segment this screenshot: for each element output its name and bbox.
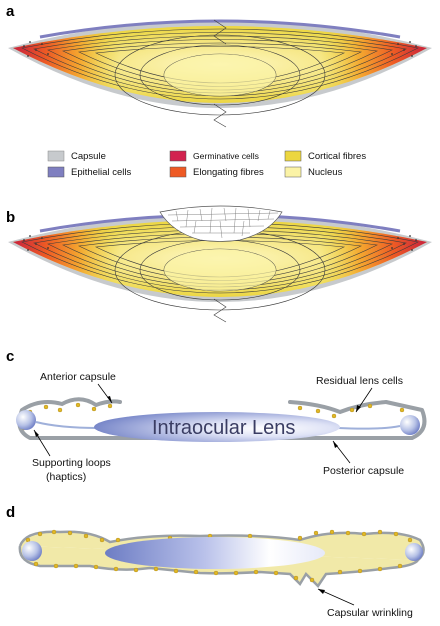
svg-text:Germinative cells: Germinative cells (193, 151, 259, 161)
cell-mosaic-b (167, 207, 279, 239)
panel-letter-c: c (6, 348, 14, 365)
epithelial-layer-a (39, 19, 401, 39)
panel-letter-a: a (6, 3, 15, 20)
supporting-loops-label: Supporting loops (32, 457, 111, 469)
haptic-left-d (22, 541, 42, 561)
haptic-loop-right-c (337, 425, 401, 430)
legend-item-epithelial-cells: Epithelial cells (47, 166, 131, 178)
nucleus-b (164, 249, 276, 291)
svg-text:Nucleus: Nucleus (308, 167, 343, 178)
nucleus-a (164, 54, 276, 96)
anterior-capsule-left-c (20, 397, 122, 412)
lens-diagram-a (8, 19, 432, 128)
anterior-capsule-right-c (288, 400, 388, 415)
fibre-contours-b (21, 222, 419, 311)
legend-item-elongating-fibres: Elongating fibres (169, 166, 264, 178)
legend: Capsule Epithelial cells Germinative cel… (47, 150, 366, 178)
haptic-right-c (400, 415, 420, 435)
haptic-left-c (16, 410, 36, 430)
haptic-loop-left-c (35, 421, 99, 429)
legend-item-cortical-fibres: Cortical fibres (284, 150, 366, 162)
legend-item-germinative-cells: Germinative cells (169, 150, 259, 162)
intraocular-lens-optic-c (94, 412, 340, 442)
fibre-contours-a (21, 28, 419, 116)
svg-text:Capsule: Capsule (71, 151, 106, 162)
legend-item-nucleus: Nucleus (284, 166, 343, 178)
panel-letter-d: d (6, 504, 15, 521)
lens-diagram-b (8, 205, 432, 323)
panel-letter-b: b (6, 209, 15, 226)
intraocular-lens-optic-d (105, 537, 325, 569)
anterior-capsule-label: Anterior capsule (40, 371, 116, 383)
legend-item-capsule: Capsule (47, 150, 106, 162)
residual-lens-cells-label: Residual lens cells (316, 375, 403, 387)
iol-diagram-c: Intraocular Lens Anterior capsule Residu… (16, 371, 427, 483)
iol-diagram-d: Capsular wrinkling (18, 529, 425, 619)
lens-cells-d (25, 529, 413, 583)
capsular-wrinkling-label: Capsular wrinkling (327, 607, 413, 619)
intraocular-lens-label: Intraocular Lens (152, 417, 295, 439)
posterior-capsule-label: Posterior capsule (323, 465, 404, 477)
cell-nuclei-b (23, 235, 417, 251)
supporting-loops-sublabel: (haptics) (46, 471, 86, 483)
cell-nuclei-a (23, 41, 417, 57)
haptic-right-d (405, 543, 423, 561)
svg-text:Epithelial cells: Epithelial cells (71, 167, 131, 178)
incision-region-b (159, 205, 283, 242)
sutures-a (213, 19, 227, 128)
svg-text:Cortical fibres: Cortical fibres (308, 151, 366, 162)
sutures-b (213, 298, 227, 323)
svg-text:Elongating fibres: Elongating fibres (193, 167, 264, 178)
